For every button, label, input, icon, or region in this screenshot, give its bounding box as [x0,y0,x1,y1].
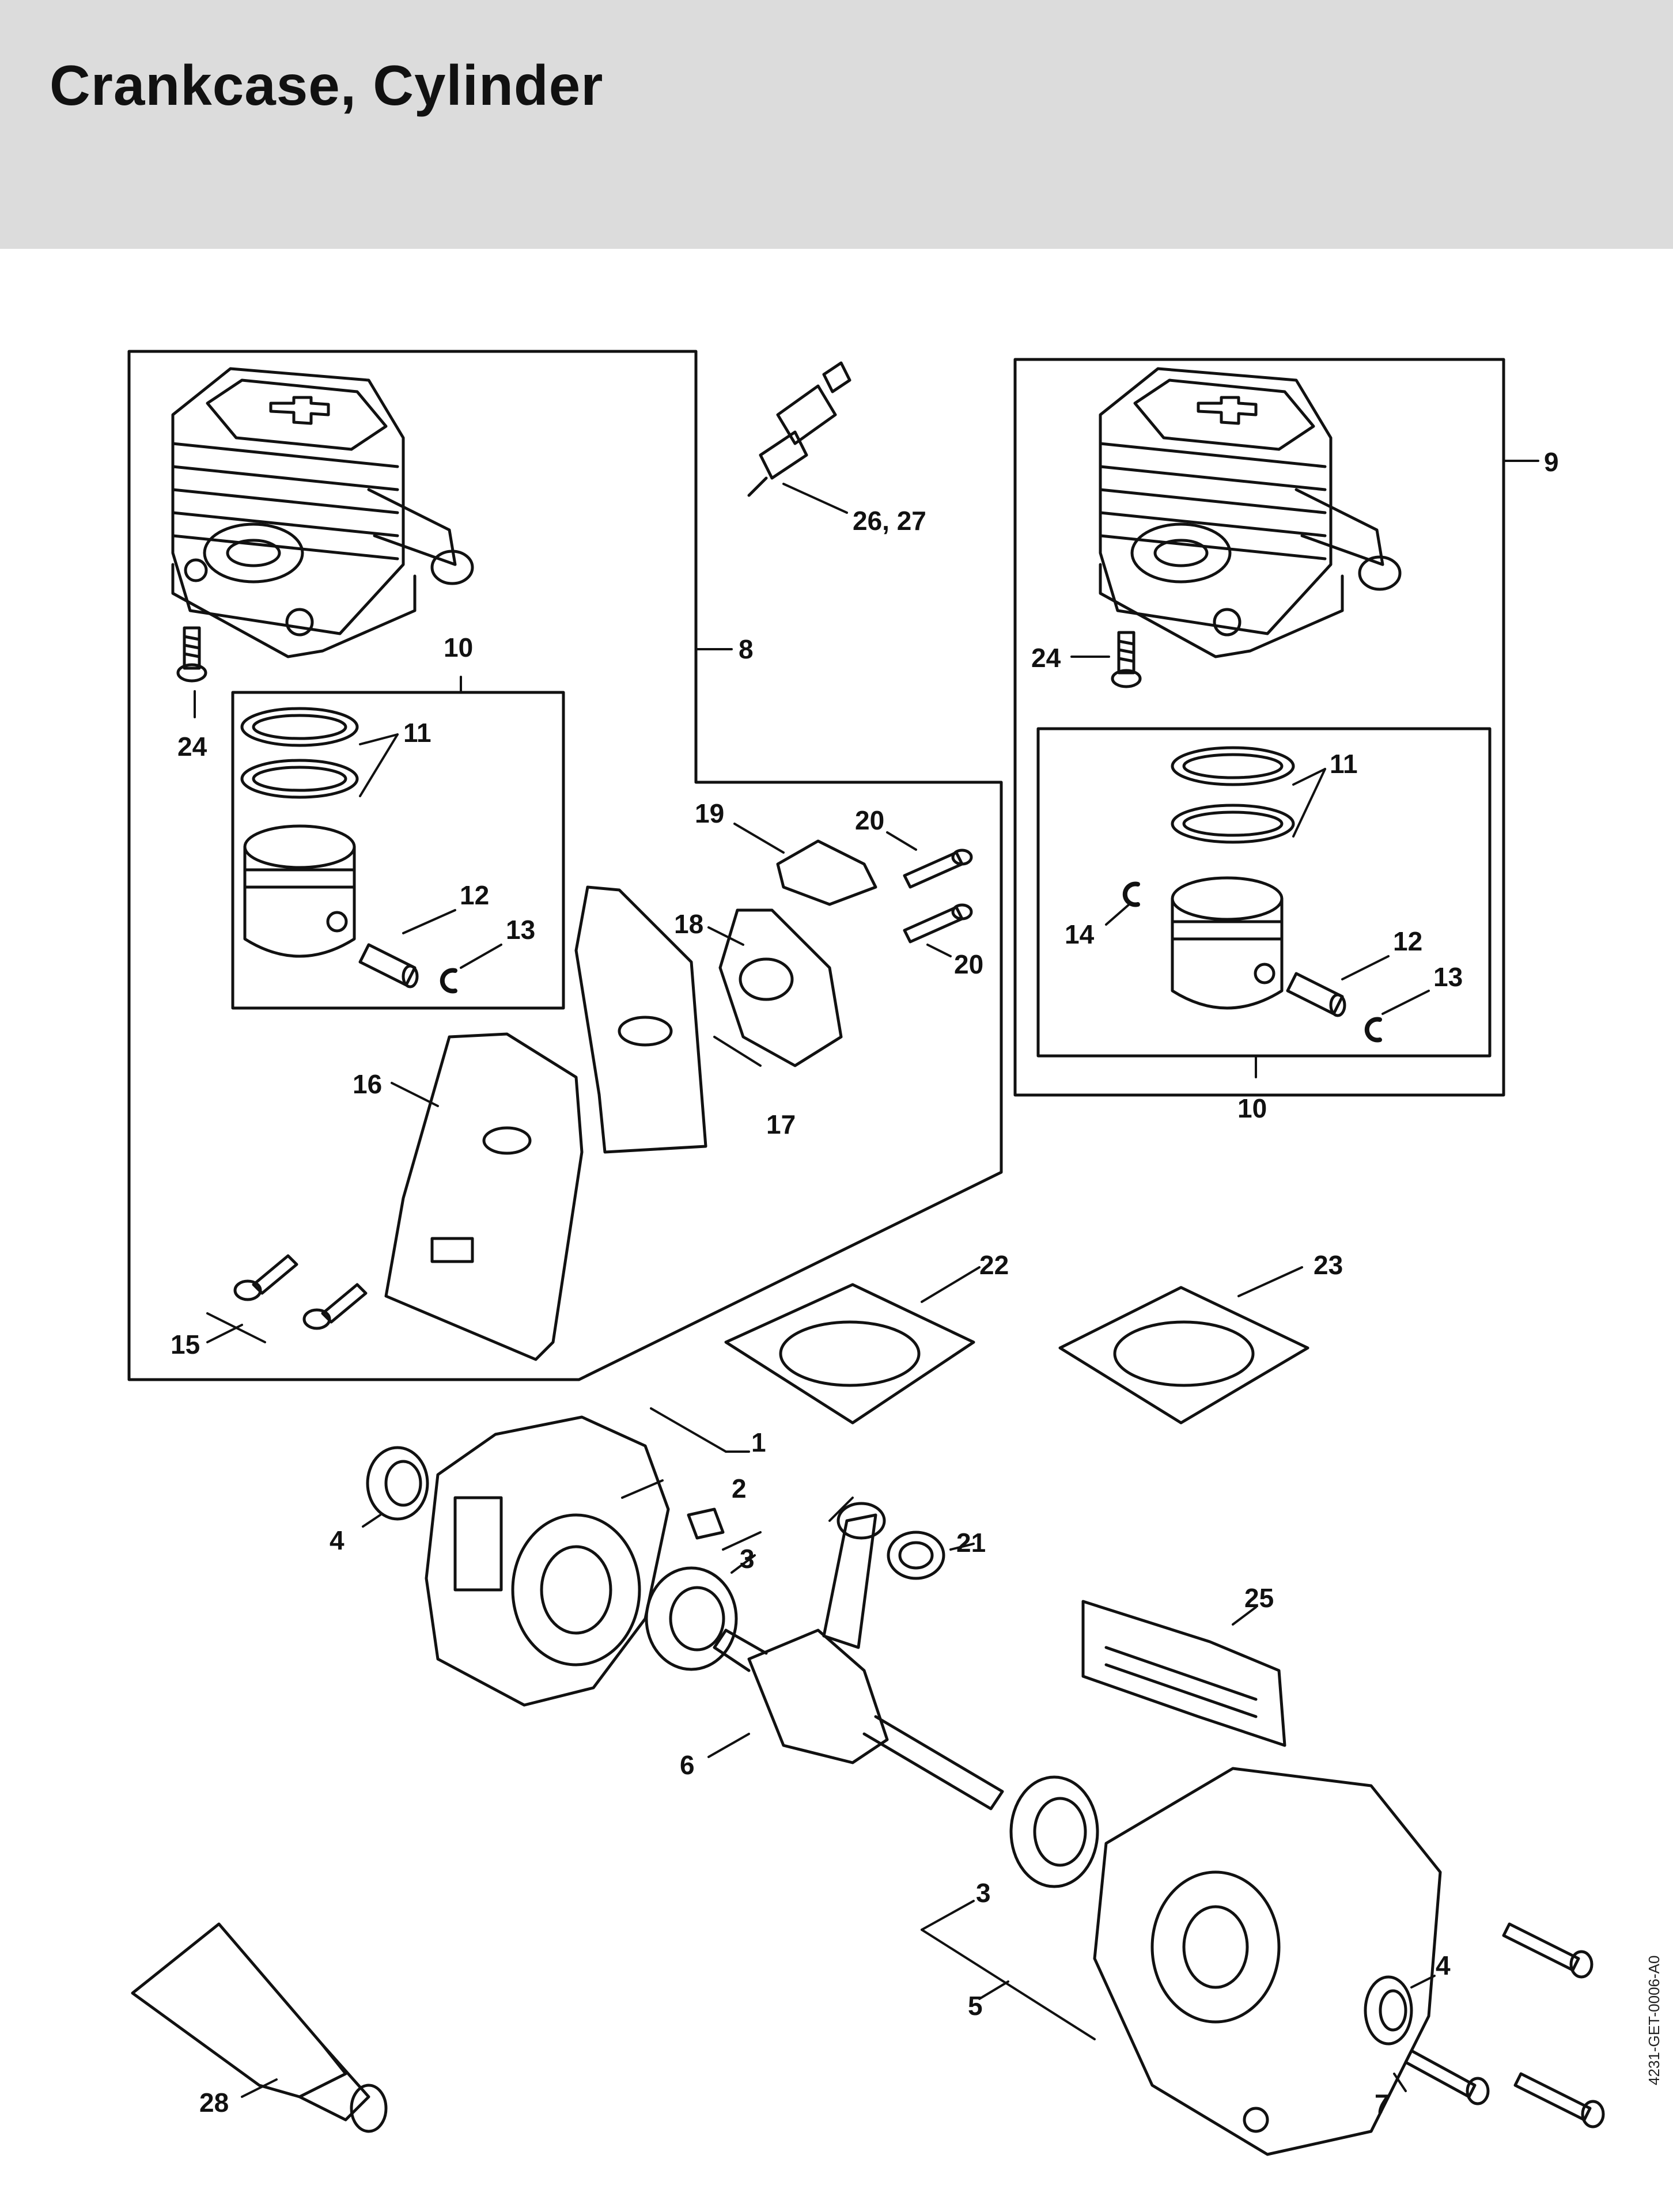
callout-4-right: 4 [1436,1950,1451,1980]
piston-rings-right [1171,746,1295,844]
callout-8: 8 [739,634,754,664]
cylinder-left [171,367,474,658]
needle-cage-21 [887,1531,945,1580]
circlip-13-right [1364,1017,1382,1043]
circlip-13-left [440,968,457,994]
callout-21: 21 [956,1528,986,1558]
kit-frame-8 [127,350,1003,1381]
callout-13-left: 13 [506,915,535,945]
callout-13-right: 13 [1433,962,1463,992]
callout-14: 14 [1065,919,1095,949]
callout-20-upper: 20 [855,805,884,835]
callout-9: 9 [1544,447,1559,477]
screw-7 [1404,2049,1490,2105]
callout-4-left: 4 [330,1525,345,1555]
screw-7-b [1513,2072,1605,2128]
callout-28: 28 [199,2088,229,2118]
callout-2: 2 [732,1474,747,1503]
piston-pin-right [1286,972,1346,1017]
circlip-14 [1122,881,1140,907]
callout-11-right: 11 [1330,749,1358,779]
callout-11-left: 11 [403,718,432,748]
callout-5: 5 [968,1991,983,2021]
callout-24-left: 24 [177,732,207,762]
callout-3-lower: 3 [976,1878,991,1908]
gasket-22 [724,1283,975,1425]
callout-16: 16 [353,1069,382,1099]
oil-seal-4-right [1364,1975,1413,2046]
callout-12-right: 12 [1393,926,1422,956]
piston-right [1171,876,1284,1010]
page-title: Crankcase, Cylinder [50,54,604,117]
callout-24-right: 24 [1031,643,1061,673]
screw-24-right [1111,631,1142,688]
callout-18: 18 [674,909,703,939]
screw-20-lower [903,903,973,944]
callout-15: 15 [171,1330,200,1359]
callout-12-left: 12 [460,880,489,910]
callout-1: 1 [751,1427,766,1457]
oil-seal-4-left [366,1446,429,1521]
bearing-3-upper [645,1566,738,1671]
screw-15-upper [233,1254,298,1301]
callout-10-right: 10 [1237,1093,1267,1123]
bearing-3-lower [1009,1775,1099,1888]
callout-25: 25 [1244,1583,1274,1613]
callout-10-top: 10 [444,632,473,662]
bracket-19 [776,839,877,906]
callout-20-lower: 20 [954,949,983,979]
callout-26-27: 26, 27 [853,506,926,536]
dowel-2 [687,1508,725,1540]
screw-4-area [1502,1922,1593,1979]
heat-shield-16 [384,1032,584,1361]
callout-19: 19 [695,798,724,828]
callout-17: 17 [766,1109,796,1139]
header-band [0,0,1673,249]
piston-box-10-left [231,691,565,1010]
baffle-25 [1081,1600,1286,1747]
cylinder-right [1099,367,1402,658]
grease-tube-28 [131,1922,388,2133]
gasket-23 [1058,1286,1309,1425]
piston-box-10-right [1036,727,1492,1058]
screw-20-upper [903,849,973,889]
manifold-18 [718,908,843,1067]
callout-22: 22 [979,1250,1009,1280]
screw-15-lower [302,1283,368,1330]
callout-6: 6 [680,1750,695,1780]
crankcase-half-right [1093,1767,1442,2156]
piston-rings-left [240,707,359,799]
gasket-17 [574,885,707,1154]
screw-24-left [176,626,207,683]
callout-labels: 26, 27 8 9 10 24 24 11 11 12 13 12 13 14… [171,447,1559,2119]
callout-3-upper: 3 [740,1544,755,1574]
spark-plug [747,361,851,497]
piston-pin-left [358,943,419,988]
callout-7: 7 [1375,2089,1390,2119]
crankshaft-6 [713,1502,1004,1810]
kit-frame-9 [1013,358,1505,1097]
crankcase-half-left [425,1415,670,1707]
piston-left [243,824,356,958]
callout-23: 23 [1314,1250,1343,1280]
